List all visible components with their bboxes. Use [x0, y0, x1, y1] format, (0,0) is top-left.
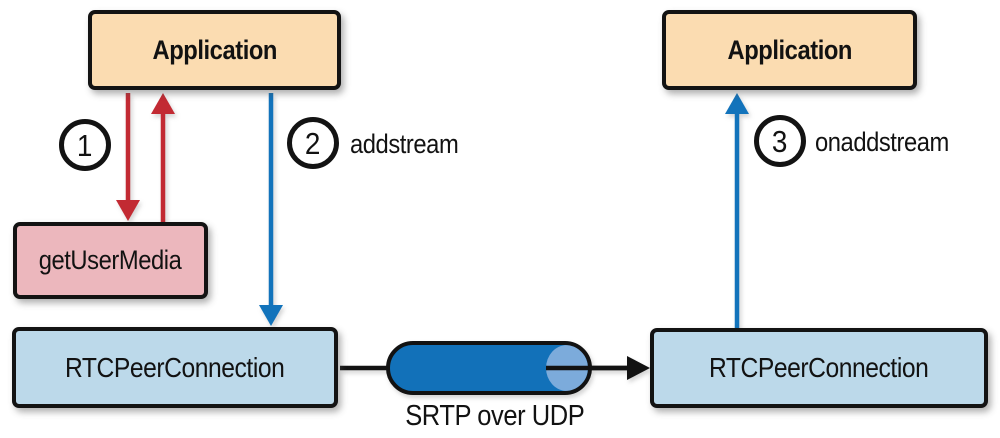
- onaddstream-arrow: [725, 93, 749, 328]
- rtcpeerconnection-box-left: RTCPeerConnection: [12, 327, 338, 408]
- pipe-label-wrap: SRTP over UDP: [390, 400, 600, 433]
- transport-arrow: [340, 356, 650, 380]
- step-1-number: 1: [77, 127, 93, 163]
- application-box-right: Application: [662, 10, 917, 90]
- step-3-number: 3: [772, 123, 788, 159]
- step-2-badge: 2: [287, 117, 339, 169]
- red-return-arrow: [151, 93, 175, 222]
- application-box-left: Application: [88, 10, 341, 90]
- step-2-number: 2: [305, 125, 321, 161]
- addstream-label-wrap: addstream: [350, 127, 473, 161]
- application-box-left-label: Application: [152, 34, 277, 65]
- addstream-label: addstream: [350, 128, 459, 159]
- onaddstream-label: onaddstream: [815, 126, 949, 157]
- pipe-cylinder-icon: [386, 341, 634, 395]
- step-3-badge: 3: [754, 115, 806, 167]
- rtcpeerconnection-box-left-label: RTCPeerConnection: [65, 351, 285, 383]
- rtcpeerconnection-box-right-label: RTCPeerConnection: [709, 352, 929, 383]
- rtcpeerconnection-box-right: RTCPeerConnection: [650, 328, 988, 408]
- getusermedia-box-label: getUserMedia: [39, 245, 182, 275]
- step-1-badge: 1: [59, 119, 111, 171]
- red-call-arrow: [116, 93, 140, 221]
- pipe-label: SRTP over UDP: [405, 400, 585, 432]
- onaddstream-label-wrap: onaddstream: [815, 125, 967, 159]
- getusermedia-box: getUserMedia: [13, 222, 208, 299]
- application-box-right-label: Application: [727, 34, 852, 65]
- addstream-arrow: [259, 93, 283, 326]
